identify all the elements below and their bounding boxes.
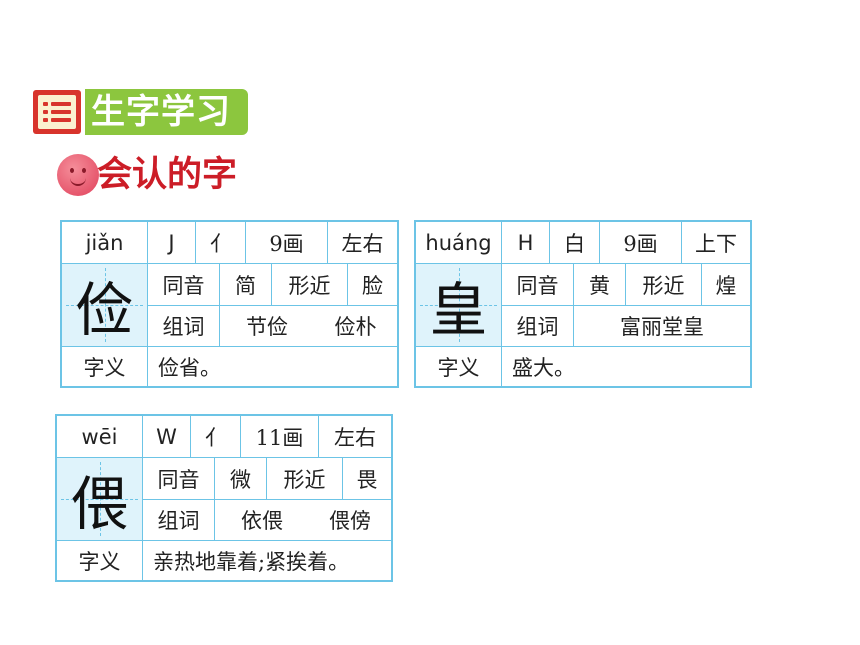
section-header: 生字学习 <box>33 89 248 135</box>
stroke-count: 9画 <box>246 222 328 264</box>
words-label: 组词 <box>148 306 220 347</box>
word-1: 依偎 <box>215 500 309 541</box>
stroke-count: 9画 <box>600 222 682 264</box>
char-card-jian: jiǎn J 亻 9画 左右 俭 同音 简 形近 脸 组词 节俭 俭朴 字义 俭… <box>60 220 399 388</box>
initial-letter: W <box>143 416 191 458</box>
similar-value: 脸 <box>348 264 397 306</box>
initial-letter: J <box>148 222 196 264</box>
smiley-icon <box>57 154 99 196</box>
pinyin: wēi <box>57 416 143 458</box>
words-label: 组词 <box>502 306 574 347</box>
meaning-label: 字义 <box>57 541 143 580</box>
homophone-value: 简 <box>220 264 272 306</box>
radical: 亻 <box>196 222 246 264</box>
pinyin: huáng <box>416 222 502 264</box>
subsection-title: 会认的字 <box>97 155 238 195</box>
similar-label: 形近 <box>626 264 702 306</box>
word-1: 富丽堂皇 <box>574 306 750 347</box>
big-character: 偎 <box>57 458 143 541</box>
meaning-value: 俭省。 <box>158 355 221 380</box>
homophone-value: 微 <box>215 458 267 500</box>
structure: 左右 <box>328 222 397 264</box>
meaning-label: 字义 <box>62 347 148 386</box>
big-character: 皇 <box>416 264 502 347</box>
words-label: 组词 <box>143 500 215 541</box>
homophone-value: 黄 <box>574 264 626 306</box>
similar-label: 形近 <box>267 458 343 500</box>
homophone-label: 同音 <box>502 264 574 306</box>
meaning-label: 字义 <box>416 347 502 386</box>
radical: 亻 <box>191 416 241 458</box>
initial-letter: H <box>502 222 550 264</box>
meaning-value: 亲热地靠着;紧挨着。 <box>153 549 350 574</box>
list-book-icon <box>33 90 81 134</box>
structure: 上下 <box>682 222 750 264</box>
char-card-huang: huáng H 白 9画 上下 皇 同音 黄 形近 煌 组词 富丽堂皇 字义 盛… <box>414 220 752 388</box>
big-character: 俭 <box>62 264 148 347</box>
word-2: 俭朴 <box>314 306 397 347</box>
word-2: 偎傍 <box>309 500 391 541</box>
pinyin: jiǎn <box>62 222 148 264</box>
structure: 左右 <box>319 416 391 458</box>
similar-label: 形近 <box>272 264 348 306</box>
char-card-wei: wēi W 亻 11画 左右 偎 同音 微 形近 畏 组词 依偎 偎傍 字义 亲… <box>55 414 393 582</box>
word-1: 节俭 <box>220 306 314 347</box>
meaning-value: 盛大。 <box>512 355 575 380</box>
radical: 白 <box>550 222 600 264</box>
homophone-label: 同音 <box>143 458 215 500</box>
similar-value: 煌 <box>702 264 750 306</box>
stroke-count: 11画 <box>241 416 319 458</box>
section-title: 生字学习 <box>91 92 231 132</box>
similar-value: 畏 <box>343 458 391 500</box>
homophone-label: 同音 <box>148 264 220 306</box>
